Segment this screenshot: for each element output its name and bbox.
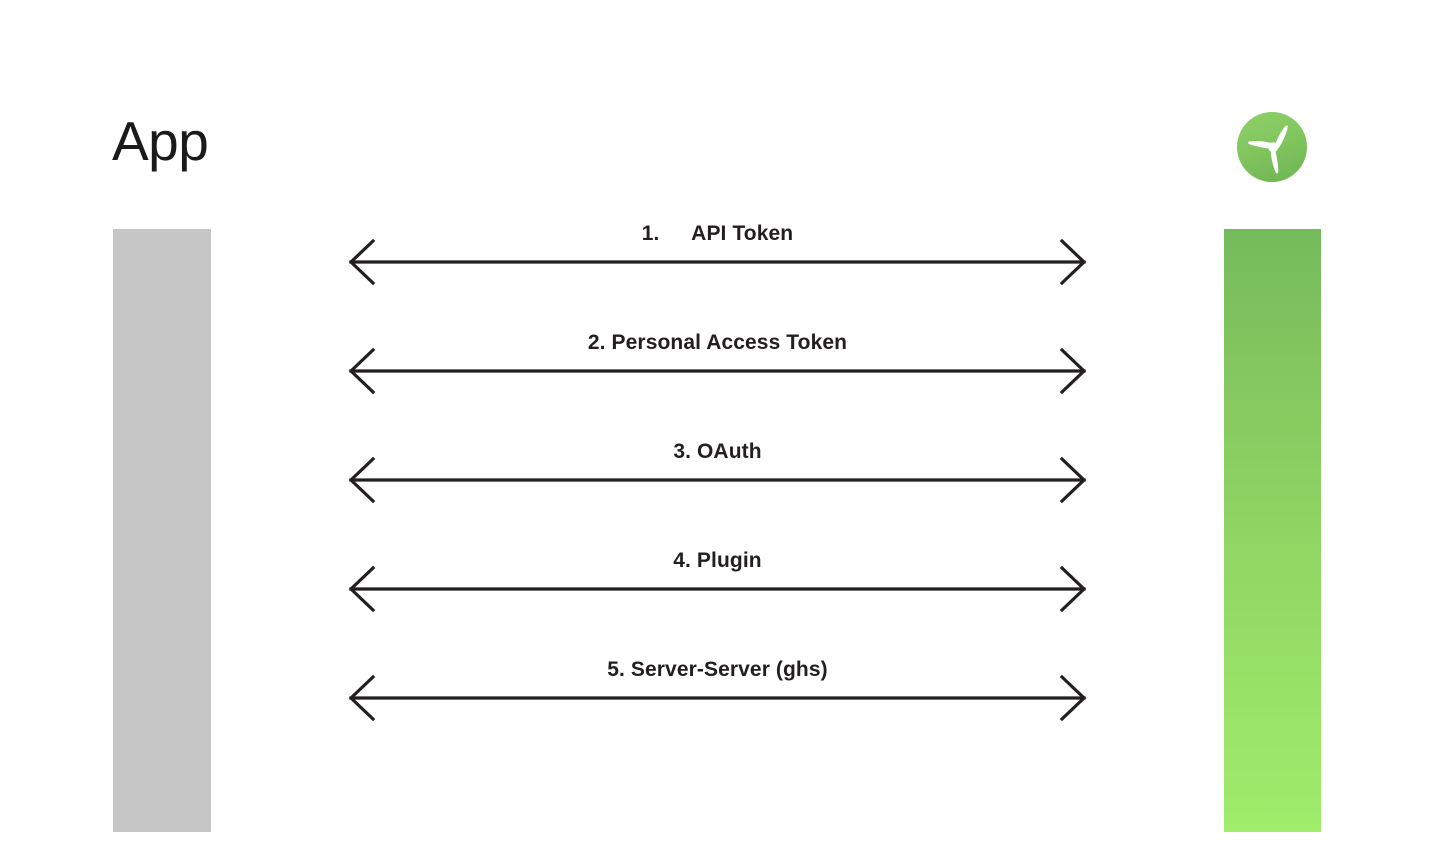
lifeline-service (1224, 229, 1321, 832)
double-arrow-icon (348, 238, 1087, 286)
arrow-label-2: 2. Personal Access Token (587, 331, 848, 354)
double-arrow-icon (348, 456, 1087, 504)
lifeline-app (113, 229, 211, 832)
arrow-label-1: 1. API Token (641, 222, 794, 245)
page-title: App (112, 110, 209, 172)
double-arrow-icon (348, 674, 1087, 722)
arrow-label-4: 4. Plugin (673, 549, 762, 572)
arrow-label-3: 3. OAuth (673, 440, 762, 463)
double-arrow-icon (348, 565, 1087, 613)
double-arrow-icon (348, 347, 1087, 395)
propeller-logo-icon (1235, 110, 1309, 184)
arrow-label-5: 5. Server-Server (ghs) (607, 658, 828, 681)
